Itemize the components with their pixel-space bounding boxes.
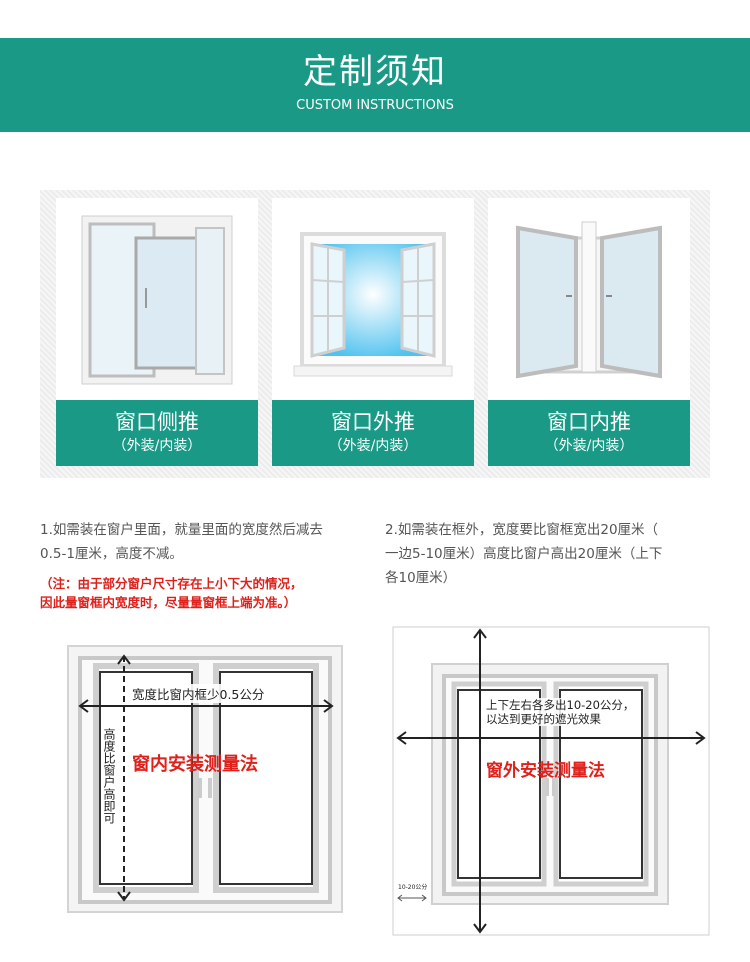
- extend-line: 以达到更好的遮光效果: [486, 712, 601, 726]
- card-label: 窗口外推 （外装/内装）: [272, 400, 474, 466]
- outside-install-note: 2.如需装在框外，宽度要比窗框宽出20厘米（ 一边5-10厘米）高度比窗户高出2…: [385, 518, 715, 590]
- inside-install-warning: （注：由于部分窗户尺寸存在上小下大的情况， 因此量窗框内宽度时，尽量量窗框上端为…: [40, 574, 380, 612]
- warning-line: （注：由于部分窗户尺寸存在上小下大的情况，: [40, 576, 303, 591]
- note-line: 1.如需装在窗户里面，就量里面的宽度然后减去: [40, 522, 323, 538]
- sliding-window-image: [81, 215, 233, 385]
- note-line: 各10厘米）: [385, 570, 457, 586]
- outward-window-image: [293, 232, 453, 377]
- outside-window-drawing: [392, 626, 710, 936]
- outside-small-label: 10-20公分: [398, 884, 428, 891]
- card-title: 窗口侧推: [115, 410, 199, 434]
- note-line: 一边5-10厘米）高度比窗户高出20厘米（上下: [385, 546, 663, 562]
- card-sliding-window: 窗口侧推 （外装/内装）: [56, 198, 258, 466]
- warning-line: 因此量窗框内宽度时，尽量量窗框上端为准。）: [40, 595, 297, 610]
- card-outward-window: 窗口外推 （外装/内装）: [272, 198, 474, 466]
- card-title: 窗口外推: [331, 410, 415, 434]
- card-label: 窗口侧推 （外装/内装）: [56, 400, 258, 466]
- outside-measure-diagram: 上下左右各多出10-20公分， 以达到更好的遮光效果 窗外安装测量法 10-20…: [392, 626, 710, 936]
- card-subtitle: （外装/内装）: [112, 438, 202, 454]
- page-title: 定制须知: [303, 52, 447, 92]
- extend-line: 上下左右各多出10-20公分，: [486, 698, 635, 712]
- note-line: 2.如需装在框外，宽度要比窗框宽出20厘米（: [385, 522, 659, 538]
- inside-method-label: 窗内安装测量法: [132, 754, 258, 775]
- header-banner: 定制须知 CUSTOM INSTRUCTIONS: [0, 38, 750, 132]
- outside-method-label: 窗外安装测量法: [486, 761, 605, 781]
- card-label: 窗口内推 （外装/内装）: [488, 400, 690, 466]
- card-title: 窗口内推: [547, 410, 631, 434]
- inside-width-label: 宽度比窗内框少0.5公分: [132, 684, 265, 703]
- inside-height-label: 高度比窗户高即可: [102, 728, 116, 824]
- inward-window-image: [516, 221, 662, 379]
- inside-measure-diagram: 宽度比窗内框少0.5公分 高度比窗户高即可 窗内安装测量法: [66, 644, 346, 914]
- card-subtitle: （外装/内装）: [544, 438, 634, 454]
- outside-extend-label: 上下左右各多出10-20公分， 以达到更好的遮光效果: [486, 698, 635, 726]
- inside-install-note: 1.如需装在窗户里面，就量里面的宽度然后减去 0.5-1厘米，高度不减。: [40, 518, 375, 566]
- card-inward-window: 窗口内推 （外装/内装）: [488, 198, 690, 466]
- card-subtitle: （外装/内装）: [328, 438, 418, 454]
- page-subtitle: CUSTOM INSTRUCTIONS: [296, 98, 454, 113]
- note-line: 0.5-1厘米，高度不减。: [40, 546, 183, 562]
- window-types-panel: 窗口侧推 （外装/内装） 窗口外推: [40, 190, 710, 478]
